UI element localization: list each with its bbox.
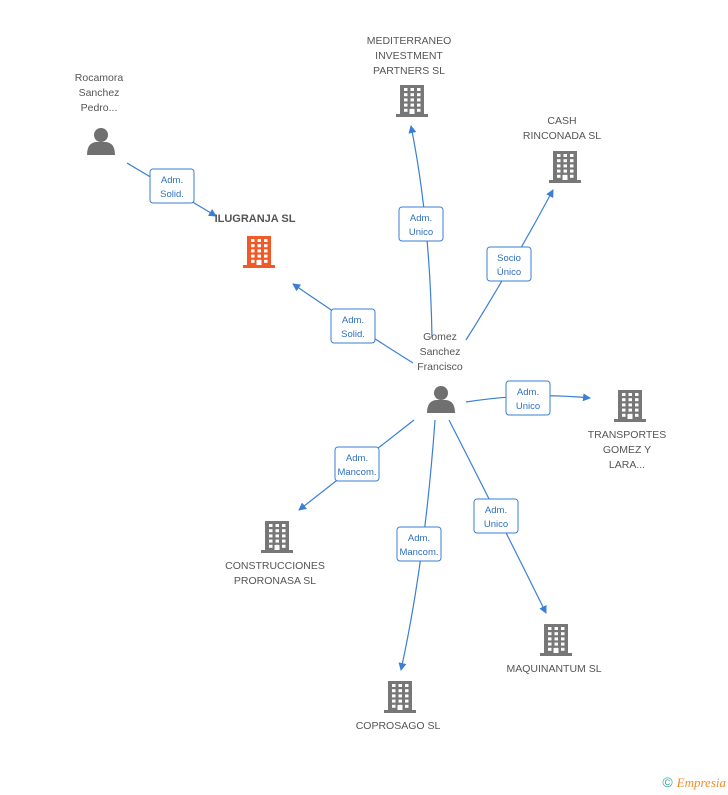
node-mediterraneo[interactable]: MEDITERRANEO INVESTMENT PARTNERS SL	[367, 35, 452, 117]
building-icon	[549, 151, 581, 183]
node-label-mediterraneo: MEDITERRANEO	[367, 35, 452, 47]
person-icon	[87, 128, 115, 155]
building-icon	[243, 236, 275, 268]
node-label-mediterraneo: PARTNERS SL	[373, 65, 445, 77]
node-maquinantum[interactable]: MAQUINANTUM SL	[506, 624, 602, 675]
building-icon	[396, 85, 428, 117]
node-label-rocamora: Sanchez	[79, 87, 120, 99]
relation-text: Adm.	[517, 387, 539, 398]
relation-box	[486, 246, 532, 282]
relation-box	[473, 498, 519, 534]
node-label-rocamora: Pedro...	[81, 102, 118, 114]
relation-text: Unico	[484, 519, 508, 530]
node-label-maquinantum: MAQUINANTUM SL	[506, 663, 601, 675]
node-label-mediterraneo: INVESTMENT	[375, 50, 443, 62]
relation-box	[330, 308, 376, 344]
relation-text: Unico	[409, 227, 433, 238]
relation-text: Socio	[497, 253, 521, 264]
building-icon	[261, 521, 293, 553]
edge-label-gomez-ilugranja[interactable]: Adm. Solid.	[330, 308, 376, 344]
relation-text: Adm.	[346, 453, 368, 464]
node-cash[interactable]: CASH RINCONADA SL	[523, 115, 601, 183]
relation-box	[334, 446, 380, 482]
edge-labels-layer: Adm.Solid.Adm.Solid.Adm.UnicoSocioÚnicoA…	[149, 168, 551, 562]
footer-credit: ©Empresia	[662, 774, 726, 791]
node-transportes[interactable]: TRANSPORTES GOMEZ Y LARA...	[588, 390, 667, 471]
node-construcciones[interactable]: CONSTRUCCIONES PRORONASA SL	[225, 521, 325, 587]
edge-label-gomez-coprosago[interactable]: Adm. Mancom.	[396, 526, 442, 562]
edge-label-gomez-construcciones[interactable]: Adm. Mancom.	[334, 446, 380, 482]
relation-text: Adm.	[485, 505, 507, 516]
person-icon	[427, 386, 455, 413]
relation-text: Adm.	[161, 175, 183, 186]
node-label-transportes: TRANSPORTES	[588, 429, 667, 441]
node-label-gomez: Francisco	[417, 361, 463, 373]
edge-label-gomez-maquinantum[interactable]: Adm. Unico	[473, 498, 519, 534]
relation-text: Adm.	[342, 315, 364, 326]
node-coprosago[interactable]: COPROSAGO SL	[356, 681, 441, 732]
relation-box	[396, 526, 442, 562]
node-label-transportes: LARA...	[609, 459, 645, 471]
node-label-construcciones: PRORONASA SL	[234, 575, 316, 587]
relation-text: Mancom.	[337, 467, 376, 478]
relation-text: Adm.	[408, 533, 430, 544]
brand-name[interactable]: Empresia	[676, 775, 726, 790]
relation-box	[398, 206, 444, 242]
edge-label-gomez-mediterraneo[interactable]: Adm. Unico	[398, 206, 444, 242]
relation-box	[149, 168, 195, 204]
relation-text: Adm.	[410, 213, 432, 224]
node-label-rocamora: Rocamora	[75, 72, 124, 84]
relation-text: Único	[497, 267, 521, 278]
relation-text: Solid.	[160, 189, 184, 200]
copyright-symbol: ©	[662, 774, 673, 790]
node-label-cash: RINCONADA SL	[523, 130, 601, 142]
edge-label-gomez-transportes[interactable]: Adm. Unico	[505, 380, 551, 416]
relation-text: Mancom.	[399, 547, 438, 558]
node-label-gomez: Gomez	[423, 331, 457, 343]
node-label-ilugranja: ILUGRANJA SL	[215, 213, 296, 225]
node-label-coprosago: COPROSAGO SL	[356, 720, 441, 732]
building-icon	[614, 390, 646, 422]
node-label-transportes: GOMEZ Y	[603, 444, 651, 456]
nodes-layer: ILUGRANJA SLRocamoraSanchezPedro...Gomez…	[75, 35, 667, 732]
node-label-cash: CASH	[547, 115, 576, 127]
node-rocamora[interactable]: RocamoraSanchezPedro...	[75, 72, 124, 155]
node-ilugranja[interactable]: ILUGRANJA SL	[215, 213, 296, 268]
relation-text: Unico	[516, 401, 540, 412]
edge-label-rocamora-ilugranja[interactable]: Adm. Solid.	[149, 168, 195, 204]
relation-text: Solid.	[341, 329, 365, 340]
building-icon	[540, 624, 572, 656]
relation-box	[505, 380, 551, 416]
node-label-gomez: Sanchez	[420, 346, 461, 358]
building-icon	[384, 681, 416, 713]
node-label-construcciones: CONSTRUCCIONES	[225, 560, 325, 572]
